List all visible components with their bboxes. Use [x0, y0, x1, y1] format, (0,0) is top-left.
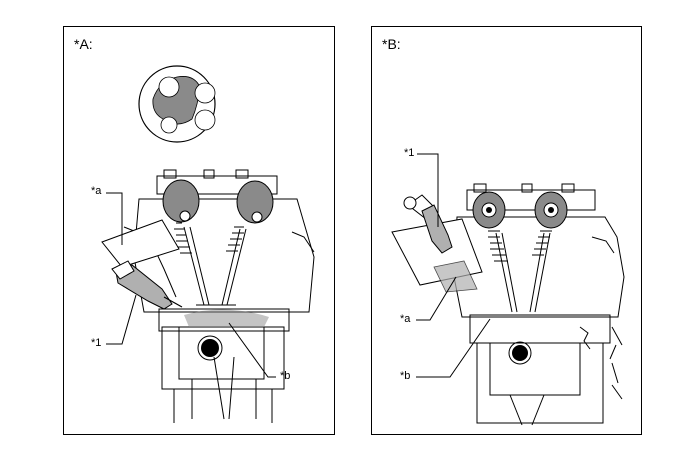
engine-cross-section-a: [101, 65, 315, 423]
callout-a: *a: [400, 313, 411, 325]
panel-label: *A:: [74, 36, 93, 52]
diagram-panel-b: *B:: [371, 26, 642, 435]
panel-label: *B:: [382, 36, 401, 52]
callout-b: *b: [400, 370, 411, 382]
detail-inset: [138, 65, 216, 143]
diagram-panel-a: *A:: [63, 26, 335, 435]
callout-1: *1: [404, 147, 415, 159]
engine-cross-section-b: [391, 153, 625, 426]
callout-b: *b: [280, 370, 291, 382]
fuel-injector: [111, 260, 183, 310]
fuel-injector: [403, 194, 453, 254]
callout-1: *1: [91, 337, 102, 349]
callout-a: *a: [91, 185, 102, 197]
